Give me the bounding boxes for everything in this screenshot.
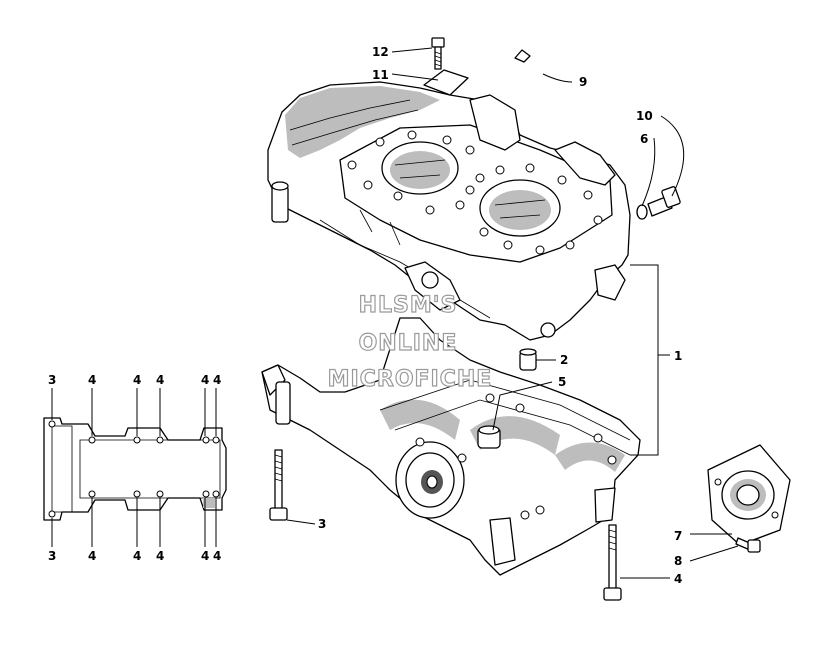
inset-top-label: 4 (201, 373, 209, 387)
callout-9: 9 (579, 75, 587, 89)
inset-bottom-label: 4 (133, 549, 141, 563)
dowel-pin (519, 348, 537, 371)
callout-11: 11 (372, 68, 389, 82)
inset-bottom-label: 4 (156, 549, 164, 563)
top-bolt (431, 37, 445, 70)
lower-crankcase (261, 317, 641, 576)
callout-2: 2 (560, 353, 568, 367)
callout-1: 1 (674, 349, 682, 363)
inset-gasket-view (43, 417, 227, 521)
callout-5: 5 (558, 375, 566, 389)
leader-lines (286, 47, 739, 579)
upper-crankcase (267, 81, 631, 341)
inset-top-label: 4 (213, 373, 221, 387)
hose-clamp (503, 49, 545, 87)
callout-7: 7 (674, 529, 682, 543)
callout-10: 10 (636, 109, 653, 123)
callout-12: 12 (372, 45, 389, 59)
inset-top-label: 3 (48, 373, 56, 387)
gasket-bolt (735, 537, 761, 553)
plate (423, 69, 469, 96)
callout-4: 4 (674, 572, 682, 586)
watermark-line-1: HLSM'S (359, 293, 458, 318)
callout-3: 3 (318, 517, 326, 531)
inset-top-label: 4 (133, 373, 141, 387)
inset-bottom-label: 4 (213, 549, 221, 563)
watermark: HLSM'S ONLINE MICROFICHE (327, 292, 493, 392)
inset-top-label: 4 (88, 373, 96, 387)
callout-6: 6 (640, 132, 648, 146)
long-bolt-right (603, 524, 622, 601)
watermark-line-3: MICROFICHE (328, 367, 493, 392)
watermark-line-2: ONLINE (359, 331, 458, 356)
inset-bottom-label: 3 (48, 549, 56, 563)
gasket (707, 444, 791, 546)
inset-bottom-label: 4 (88, 549, 96, 563)
inset-top-label: 4 (156, 373, 164, 387)
long-bolt-left (269, 449, 288, 521)
seal-ring (477, 425, 501, 449)
side-bolt (636, 186, 681, 220)
callout-8: 8 (674, 554, 682, 568)
inset-labels: 3 4 4 4 4 4 3 4 4 4 4 4 (48, 373, 221, 563)
inset-bottom-label: 4 (201, 549, 209, 563)
callout-numbers: 12 11 9 10 6 1 2 5 3 4 7 8 (318, 45, 682, 586)
